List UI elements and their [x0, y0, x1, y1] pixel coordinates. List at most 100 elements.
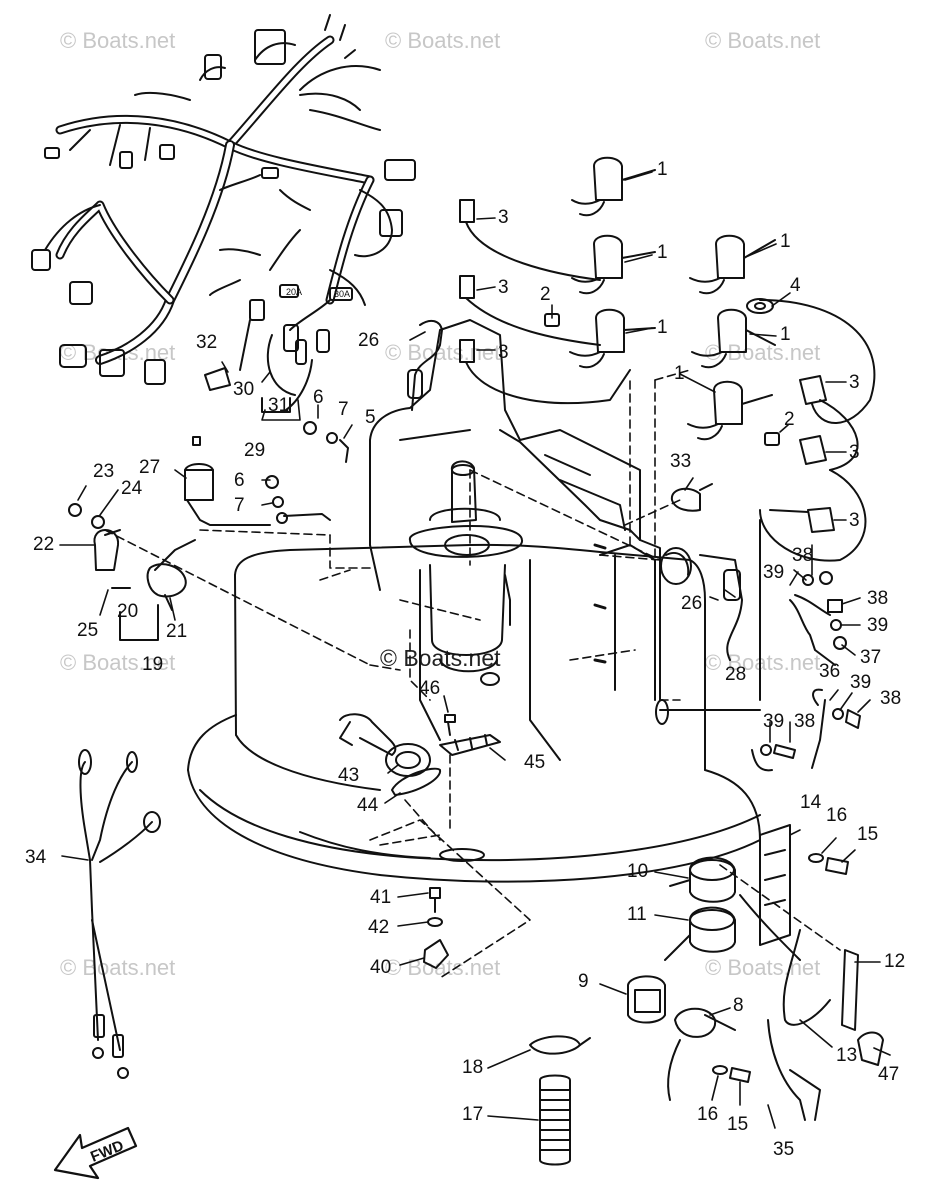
callout-5: 5: [365, 407, 376, 428]
callout-13: 13: [836, 1045, 858, 1066]
fwd-label: FWD: [88, 1137, 126, 1166]
wire-lead-26: [407, 319, 743, 661]
ignition-coils: [569, 156, 776, 441]
callout-14: 14: [800, 792, 822, 813]
callout-31: 31: [268, 395, 290, 416]
callout-1: 1: [657, 242, 668, 263]
callout-16: 16: [826, 805, 848, 826]
ground-leads: [655, 519, 861, 772]
callout-29: 29: [244, 440, 266, 461]
callout-26: 26: [358, 330, 380, 351]
callout-36: 36: [819, 661, 841, 682]
callout-47: 47: [878, 1064, 900, 1085]
callout-34: 34: [25, 847, 47, 868]
callout-46: 46: [419, 678, 441, 699]
callout-41: 41: [370, 887, 392, 908]
callout-16: 16: [697, 1104, 719, 1125]
callout-3: 3: [849, 372, 860, 393]
callout-2: 2: [540, 284, 551, 305]
watermark: © Boats.net: [385, 28, 501, 53]
callout-35: 35: [773, 1139, 795, 1160]
callout-38: 38: [880, 688, 902, 709]
fuse-label-20a: 20A: [286, 287, 302, 297]
starter-relay-assembly: [627, 824, 884, 1121]
wiring-harness: [31, 14, 416, 385]
watermark: © Boats.net: [60, 28, 176, 53]
callout-11: 11: [627, 904, 647, 925]
starter-motor: [409, 460, 523, 686]
callout-28: 28: [725, 664, 747, 685]
bottom-cowling: [187, 543, 761, 883]
callout-45: 45: [524, 752, 546, 773]
callout-3: 3: [849, 510, 860, 531]
callout-39: 39: [763, 562, 785, 583]
fwd-arrow: [53, 1126, 138, 1180]
callout-19: 19: [142, 654, 164, 675]
callout-18: 18: [462, 1057, 484, 1078]
callout-39: 39: [850, 672, 872, 693]
relay-assembly: [68, 463, 371, 666]
callout-3: 3: [498, 207, 509, 228]
callout-37: 37: [860, 647, 882, 668]
watermark: © Boats.net: [385, 340, 501, 365]
callout-38: 38: [792, 545, 814, 566]
callout-43: 43: [338, 765, 360, 786]
clamp-hardware: [369, 819, 531, 979]
callout-22: 22: [33, 534, 55, 555]
callout-32: 32: [196, 332, 218, 353]
callout-33: 33: [670, 451, 692, 472]
callout-40: 40: [370, 957, 392, 978]
watermark: © Boats.net: [705, 650, 821, 675]
watermark: © Boats.net: [60, 955, 176, 980]
callout-20: 20: [117, 601, 139, 622]
watermark: © Boats.net: [705, 955, 821, 980]
callout-1: 1: [780, 231, 791, 252]
callout-30: 30: [233, 379, 255, 400]
callout-25: 25: [77, 620, 99, 641]
callout-39: 39: [763, 711, 785, 732]
watermark: © Boats.net: [60, 650, 176, 675]
callout-38: 38: [794, 711, 816, 732]
fuse-label-30a: 30A: [334, 289, 350, 299]
callout-9: 9: [578, 971, 589, 992]
plug-caps: [459, 199, 876, 562]
leader-lines: [59, 171, 891, 1129]
fuse-holders: [204, 319, 313, 413]
callout-1: 1: [657, 317, 668, 338]
callout-24: 24: [121, 478, 143, 499]
callout-15: 15: [727, 1114, 749, 1135]
callout-7: 7: [234, 495, 245, 516]
callout-3: 3: [498, 277, 509, 298]
callout-42: 42: [368, 917, 390, 938]
callout-3: 3: [498, 342, 509, 363]
callout-39: 39: [867, 615, 889, 636]
watermark: © Boats.net: [705, 28, 821, 53]
callout-12: 12: [884, 951, 906, 972]
callout-44: 44: [357, 795, 379, 816]
clamp-33: [670, 483, 713, 512]
callout-6: 6: [313, 387, 324, 408]
callout-8: 8: [733, 995, 744, 1016]
callout-21: 21: [166, 621, 188, 642]
engine-block: [369, 319, 661, 761]
battery-cable: [78, 749, 161, 1079]
callout-2: 2: [784, 409, 795, 430]
callout-17: 17: [462, 1104, 484, 1125]
callout-15: 15: [857, 824, 879, 845]
callout-26: 26: [681, 593, 703, 614]
callout-1: 1: [780, 324, 791, 345]
callout-23: 23: [93, 461, 115, 482]
callout-6: 6: [234, 470, 245, 491]
callout-27: 27: [139, 457, 161, 478]
terminal-block: [339, 713, 501, 841]
callout-1: 1: [657, 159, 668, 180]
callout-1: 1: [674, 363, 685, 384]
callout-7: 7: [338, 399, 349, 420]
callout-4: 4: [790, 275, 801, 296]
reference-lines: [199, 369, 691, 701]
boot-and-band: [529, 1035, 591, 1166]
callout-10: 10: [627, 861, 649, 882]
callout-38: 38: [867, 588, 889, 609]
